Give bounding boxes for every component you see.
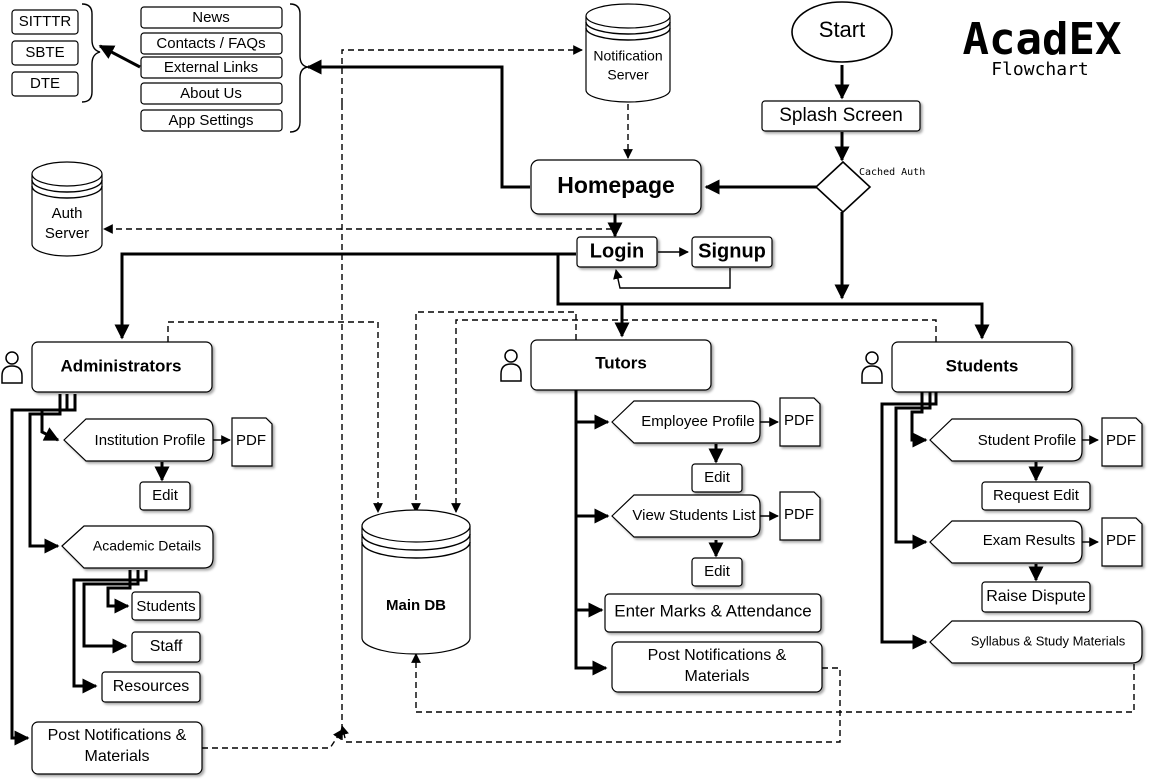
- svg-text:PDF: PDF: [784, 412, 814, 429]
- tutors-node: Tutors: [500, 339, 712, 391]
- user-icon: [1, 351, 23, 384]
- menu-about-us: About Us: [180, 85, 242, 102]
- institution-profile: Institution Profile: [63, 418, 214, 462]
- svg-text:Institution Profile: Institution Profile: [95, 432, 206, 449]
- svg-text:Exam Results: Exam Results: [983, 532, 1076, 549]
- app-subtitle: Flowchart: [991, 59, 1089, 80]
- svg-text:Academic Details: Academic Details: [93, 538, 201, 554]
- external-list: SITTTR SBTE DTE: [11, 3, 101, 103]
- svg-text:Homepage: Homepage: [557, 172, 675, 198]
- svg-text:Edit: Edit: [704, 469, 731, 486]
- svg-text:Resources: Resources: [113, 678, 189, 695]
- external-sitttr: SITTTR: [19, 13, 72, 30]
- pdf-icon: PDF: [1101, 417, 1143, 467]
- students-item: Students: [131, 591, 201, 621]
- svg-text:Materials: Materials: [685, 668, 750, 685]
- tutor-post-notifications: Post Notifications & Materials: [611, 641, 823, 693]
- svg-text:PDF: PDF: [236, 432, 266, 449]
- svg-text:PDF: PDF: [784, 506, 814, 523]
- cached-auth-decision: Cached Auth: [814, 160, 925, 214]
- menu-list: News Contacts / FAQs External Links Abou…: [140, 3, 309, 133]
- students-node: Students: [861, 341, 1073, 393]
- login-node[interactable]: Login: [576, 236, 658, 268]
- svg-text:Syllabus & Study Materials: Syllabus & Study Materials: [971, 633, 1126, 648]
- edit-button: Edit: [691, 557, 743, 587]
- svg-text:Materials: Materials: [85, 748, 150, 765]
- notification-server: Notification Server: [585, 3, 671, 103]
- external-sbte: SBTE: [25, 44, 64, 61]
- svg-text:Signup: Signup: [698, 240, 766, 262]
- employee-profile: Employee Profile: [611, 400, 761, 444]
- user-icon: [861, 351, 883, 384]
- exam-results: Exam Results: [929, 520, 1083, 564]
- menu-contacts: Contacts / FAQs: [156, 35, 265, 52]
- svg-text:Raise Dispute: Raise Dispute: [986, 588, 1086, 605]
- pdf-icon: PDF: [1101, 517, 1143, 567]
- menu-news: News: [192, 9, 230, 26]
- svg-text:View Students List: View Students List: [632, 507, 756, 524]
- svg-text:Staff: Staff: [150, 638, 183, 655]
- svg-text:Start: Start: [819, 17, 865, 42]
- menu-app-settings: App Settings: [168, 112, 253, 129]
- main-db: Main DB: [361, 509, 471, 655]
- svg-text:Request Edit: Request Edit: [993, 487, 1080, 504]
- svg-text:PDF: PDF: [1106, 432, 1136, 449]
- pdf-icon: PDF: [231, 417, 273, 467]
- connectors: [10, 44, 1135, 749]
- cached-auth-label: Cached Auth: [859, 167, 925, 178]
- admin-post-notifications: Post Notifications & Materials: [31, 721, 203, 775]
- svg-text:Edit: Edit: [704, 563, 731, 580]
- svg-text:Administrators: Administrators: [61, 356, 182, 375]
- svg-text:PDF: PDF: [1106, 532, 1136, 549]
- svg-text:Main DB: Main DB: [386, 597, 446, 614]
- auth-server: Auth Server: [31, 161, 103, 257]
- svg-text:Server: Server: [607, 67, 649, 83]
- syllabus-study-materials: Syllabus & Study Materials: [929, 620, 1143, 664]
- pdf-icon: PDF: [779, 491, 821, 541]
- edit-button: Edit: [139, 481, 191, 511]
- svg-text:Student Profile: Student Profile: [978, 432, 1076, 449]
- academic-details: Academic Details: [61, 525, 214, 569]
- menu-external-links: External Links: [164, 59, 258, 76]
- svg-text:Post Notifications &: Post Notifications &: [48, 727, 187, 744]
- svg-text:Edit: Edit: [152, 487, 179, 504]
- start-node: Start: [791, 1, 893, 63]
- svg-text:Students: Students: [136, 598, 195, 615]
- raise-dispute-button: Raise Dispute: [981, 581, 1091, 613]
- svg-text:Login: Login: [590, 240, 644, 262]
- svg-text:Auth: Auth: [52, 205, 83, 222]
- homepage-node[interactable]: Homepage: [530, 159, 702, 215]
- splash-screen: Splash Screen: [761, 100, 921, 132]
- svg-text:Notification: Notification: [593, 48, 662, 64]
- administrators-node: Administrators: [1, 341, 213, 393]
- svg-text:Tutors: Tutors: [595, 353, 647, 372]
- svg-text:Employee Profile: Employee Profile: [641, 413, 754, 430]
- enter-marks-attendance: Enter Marks & Attendance: [604, 593, 822, 633]
- pdf-icon: PDF: [779, 397, 821, 447]
- staff-item: Staff: [131, 631, 201, 663]
- svg-text:Post Notifications &: Post Notifications &: [648, 647, 787, 664]
- svg-text:Server: Server: [45, 225, 89, 242]
- app-title: AcadEX: [963, 14, 1122, 65]
- signup-node[interactable]: Signup: [691, 236, 773, 268]
- view-students-list: View Students List: [611, 494, 761, 538]
- student-profile: Student Profile: [929, 418, 1083, 462]
- user-icon: [500, 349, 522, 382]
- svg-text:Splash Screen: Splash Screen: [779, 105, 903, 126]
- edit-button: Edit: [691, 463, 743, 493]
- external-dte: DTE: [30, 75, 60, 92]
- request-edit-button: Request Edit: [981, 481, 1091, 511]
- svg-text:Enter Marks & Attendance: Enter Marks & Attendance: [614, 601, 812, 620]
- resources-item: Resources: [101, 671, 201, 703]
- svg-text:Students: Students: [946, 356, 1019, 375]
